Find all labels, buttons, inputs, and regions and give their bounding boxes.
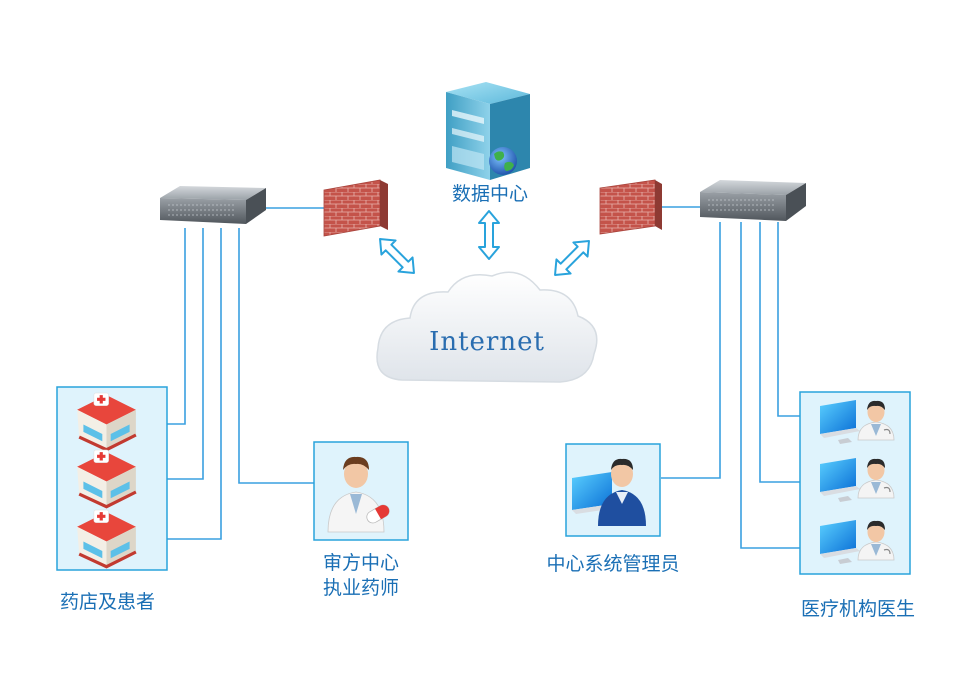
data-center-label: 数据中心 xyxy=(451,183,528,205)
firewall-icon-right xyxy=(599,179,662,235)
review-center-label: 审方中心 执业药师 xyxy=(305,551,417,601)
admin-label: 中心系统管理员 xyxy=(546,553,680,575)
pharmacy-panel xyxy=(56,386,168,571)
switch-icon-right xyxy=(700,180,806,221)
internet-label: Internet xyxy=(429,327,545,357)
switch-icon-left xyxy=(160,186,266,224)
firewall-icon-left xyxy=(323,179,388,237)
admin-panel xyxy=(565,443,661,537)
server-tower-icon xyxy=(446,82,530,180)
pharmacy-patients-label: 药店及患者 xyxy=(60,591,156,613)
pharmacist-panel xyxy=(313,441,409,541)
review-center-line2: 执业药师 xyxy=(322,577,399,599)
doctors-panel xyxy=(799,391,911,575)
doctors-label: 医疗机构医生 xyxy=(800,598,915,620)
globe-icon xyxy=(489,147,517,175)
pharmacist-icon xyxy=(327,456,390,533)
double-arrow-icon xyxy=(371,210,598,284)
review-center-line1: 审方中心 xyxy=(322,552,399,574)
cloud-icon: Internet xyxy=(376,271,598,383)
admin-computer-icon xyxy=(572,458,646,526)
